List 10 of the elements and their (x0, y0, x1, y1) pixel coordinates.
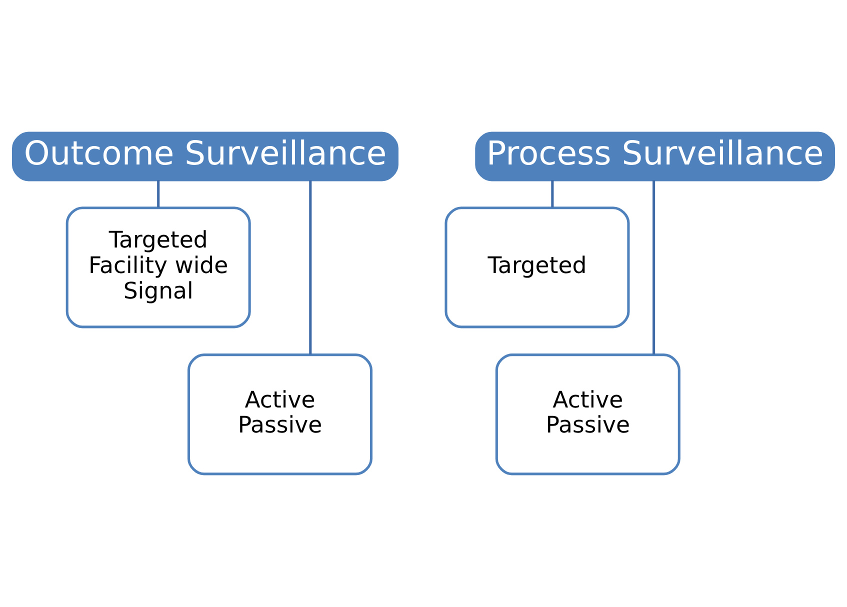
node-box: Outcome Surveillance (12, 132, 398, 182)
node-box: Process Surveillance (475, 132, 835, 182)
node-box: Targeted (444, 206, 630, 328)
node-box: Active Passive (188, 354, 372, 476)
connector (551, 180, 554, 208)
connector (652, 180, 656, 355)
connector (157, 180, 160, 208)
node-box: Targeted Facility wide Signal (66, 206, 251, 328)
connector (309, 180, 312, 355)
node-box: Active Passive (495, 354, 680, 476)
